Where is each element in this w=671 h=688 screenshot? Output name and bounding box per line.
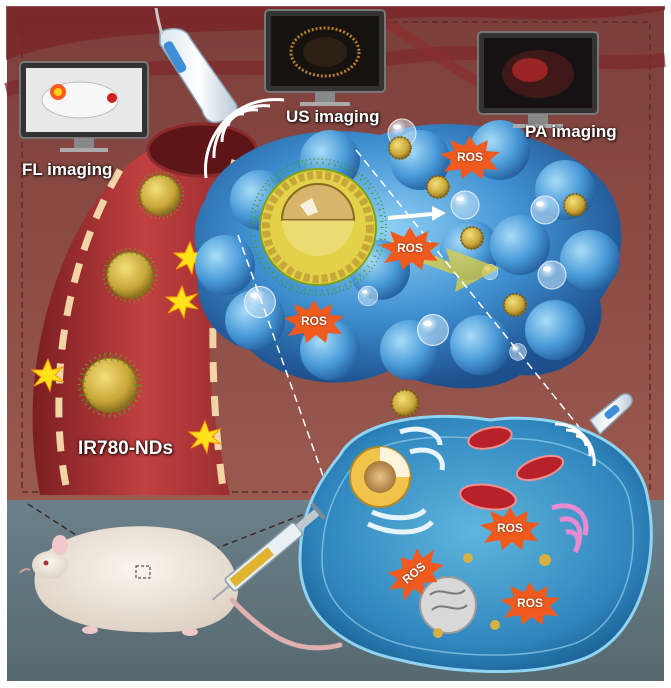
ros-burst-icon <box>500 582 560 625</box>
ros-burst: ROS <box>282 298 346 344</box>
syringe-icon <box>211 502 327 601</box>
ros-burst: ROS <box>375 535 454 611</box>
lysosome-icon <box>419 576 477 634</box>
fl-imaging-label: FL imaging <box>22 160 113 179</box>
ros-burst-icon <box>480 507 540 550</box>
ir780-nds-label: IR780-NDs <box>78 438 174 459</box>
pa-imaging-label: PA imaging <box>525 122 617 141</box>
ultrasound-probe-icon <box>588 393 633 436</box>
ros-burst: ROS <box>438 134 502 180</box>
er-icon <box>366 426 445 535</box>
ultrasound-wave-icon <box>554 422 596 467</box>
nucleus-icon <box>349 446 411 508</box>
nanodroplet-cross-section <box>249 158 387 296</box>
mouse-icon <box>19 526 343 651</box>
ros-burst-icon <box>387 548 444 602</box>
ros-burst: ROS <box>478 505 542 551</box>
monitor-icon <box>264 9 386 106</box>
monitor-icon <box>19 61 149 152</box>
ros-burst-icon <box>284 300 344 343</box>
ros-burst-icon <box>380 227 440 270</box>
ros-burst: ROS <box>498 580 562 626</box>
ultrasound-wave-icon <box>204 98 285 179</box>
us-imaging-label: US imaging <box>286 107 380 126</box>
monitor-icon <box>477 31 599 128</box>
ros-burst-icon <box>440 136 500 179</box>
tumor-cell <box>298 414 653 674</box>
golgi-icon <box>551 503 589 554</box>
mitochondria-icon <box>459 426 565 511</box>
ros-burst: ROS <box>378 225 442 271</box>
nanodroplet-in-cell <box>426 553 551 638</box>
